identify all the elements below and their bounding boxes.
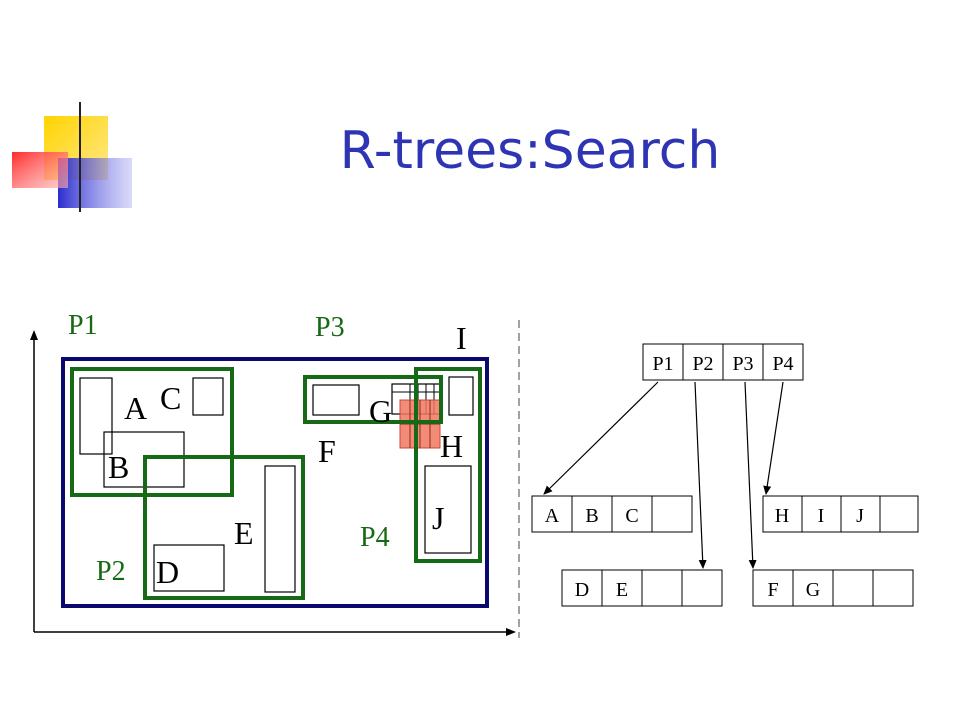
root-bounding-box — [61, 357, 489, 608]
label-h: H — [440, 428, 463, 464]
label-e: E — [234, 515, 254, 551]
leaf-p1-entry-3: C — [625, 505, 638, 527]
leaf-p1-entry-2: B — [585, 505, 598, 527]
label-p1: P1 — [68, 310, 98, 341]
slide-title: R-trees:Search — [340, 121, 721, 181]
leaf-p3-entry-2: G — [806, 579, 820, 601]
object-c-rect — [192, 377, 224, 416]
label-p2: P2 — [96, 556, 126, 587]
label-a: A — [124, 390, 147, 426]
object-a-rect — [79, 377, 113, 455]
deco-blue-square — [58, 158, 132, 208]
label-g: G — [369, 393, 392, 429]
rtree-structure: P1 P2 P3 P4 A B C H I J — [531, 343, 919, 607]
root-entry-p2: P2 — [692, 353, 713, 375]
label-i: I — [456, 320, 467, 356]
object-d-rect — [153, 544, 225, 592]
label-c: C — [160, 380, 181, 416]
root-entry-p3: P3 — [732, 353, 753, 375]
leaf-node-p3: F G — [752, 569, 914, 607]
leaf-p4-entry-2: I — [818, 505, 825, 527]
title-decoration — [12, 102, 870, 212]
leaf-p2-entry-1: D — [575, 579, 589, 601]
object-f-rect — [312, 384, 360, 416]
leaf-p4-entry-1: H — [775, 505, 789, 527]
label-p3: P3 — [315, 312, 345, 343]
pointer-p2 — [694, 381, 707, 569]
leaf-node-p2: D E — [561, 569, 723, 607]
group-p1-box — [70, 367, 234, 497]
spatial-diagram: P1 P2 P3 P4 A B C D E F G H I J — [30, 310, 516, 636]
pointer-p3 — [744, 381, 757, 569]
y-axis-arrow — [30, 330, 38, 340]
label-b: B — [108, 449, 129, 485]
object-i-rect — [448, 376, 474, 416]
label-f: F — [318, 433, 336, 469]
object-e-rect — [264, 465, 296, 593]
leaf-node-p1: A B C — [531, 495, 693, 533]
deco-red-square — [12, 152, 68, 188]
leaf-p3-entry-1: F — [767, 579, 778, 601]
pointer-p4 — [763, 381, 784, 495]
leaf-node-p4: H I J — [762, 495, 919, 533]
root-node: P1 P2 P3 P4 — [642, 343, 804, 381]
pointer-p1 — [543, 381, 659, 495]
group-p4-box — [414, 367, 482, 563]
leaf-p1-entry-1: A — [545, 505, 560, 527]
leaf-p2-entry-2: E — [616, 579, 628, 601]
label-p4: P4 — [360, 522, 390, 553]
x-axis-arrow — [506, 628, 516, 636]
object-j-rect — [424, 465, 472, 554]
label-j: J — [432, 500, 444, 536]
group-p2-box — [143, 455, 305, 600]
root-entry-p4: P4 — [772, 353, 793, 375]
label-d: D — [156, 554, 179, 590]
leaf-p4-entry-3: J — [856, 505, 864, 527]
root-entry-p1: P1 — [652, 353, 673, 375]
group-p3-box — [303, 375, 443, 424]
